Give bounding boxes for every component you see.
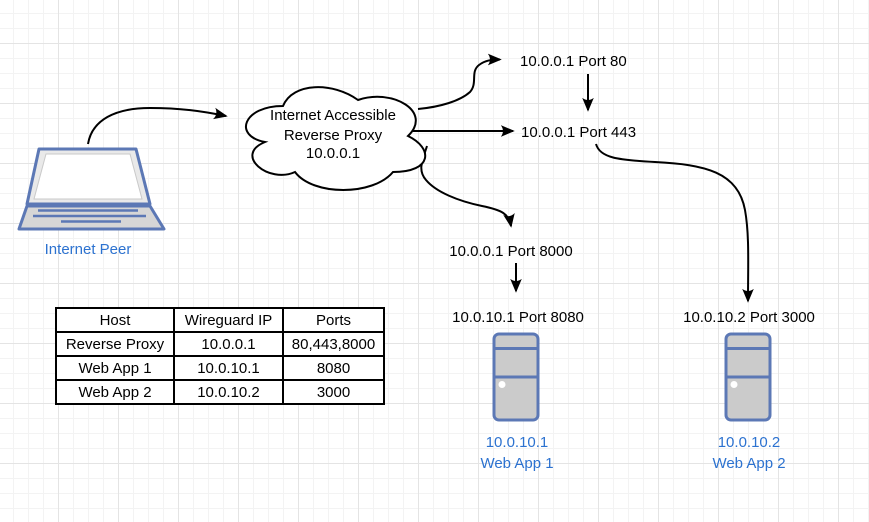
cell-host: Web App 2 xyxy=(55,379,175,405)
arrow-cloud-to-port8000 xyxy=(420,145,515,228)
webapp2-name-label: Web App 2 xyxy=(712,455,785,472)
table-header-row: Host Wireguard IP Ports xyxy=(55,307,385,333)
cell-wireguard-ip: 10.0.0.1 xyxy=(173,331,284,357)
cloud-icon xyxy=(245,86,427,191)
cell-wireguard-ip: 10.0.10.2 xyxy=(173,379,284,405)
endpoint-port80-label: 10.0.0.1 Port 80 xyxy=(520,53,627,70)
cell-ports: 8080 xyxy=(282,355,385,381)
cell-host: Web App 1 xyxy=(55,355,175,381)
table-row: Web App 2 10.0.10.2 3000 xyxy=(55,379,385,405)
server-icon xyxy=(724,332,772,422)
arrow-cloud-to-port80 xyxy=(417,53,502,110)
webapp2-ip-label: 10.0.10.2 xyxy=(718,434,781,451)
internet-peer-label: Internet Peer xyxy=(45,241,132,258)
endpoint-port3000-label: 10.0.10.2 Port 3000 xyxy=(683,309,815,326)
endpoint-port8080-label: 10.0.10.1 Port 8080 xyxy=(452,309,584,326)
col-header-ports: Ports xyxy=(282,307,385,333)
cell-host: Reverse Proxy xyxy=(55,331,175,357)
webapp1-ip-label: 10.0.10.1 xyxy=(486,434,549,451)
arrow-laptop-to-cloud xyxy=(87,106,228,145)
server-led xyxy=(730,381,738,388)
cell-ports: 3000 xyxy=(282,379,385,405)
server-led xyxy=(498,381,506,388)
cloud-label-line1: Internet Accessible xyxy=(270,107,396,124)
col-header-host: Host xyxy=(55,307,175,333)
col-header-wireguard-ip: Wireguard IP xyxy=(173,307,284,333)
cloud-label-line2: Reverse Proxy xyxy=(284,127,383,144)
webapp1-name-label: Web App 1 xyxy=(480,455,553,472)
arrow-port443-to-webapp2 xyxy=(595,143,754,303)
table-row: Reverse Proxy 10.0.0.1 80,443,8000 xyxy=(55,331,385,357)
endpoint-port443-label: 10.0.0.1 Port 443 xyxy=(521,124,636,141)
cell-ports: 80,443,8000 xyxy=(282,331,385,357)
endpoint-port8000-label: 10.0.0.1 Port 8000 xyxy=(449,243,572,260)
table-row: Web App 1 10.0.10.1 8080 xyxy=(55,355,385,381)
cloud-label-line3: 10.0.0.1 xyxy=(306,145,360,162)
server-icon xyxy=(492,332,540,422)
laptop-screen xyxy=(33,153,143,200)
laptop-icon xyxy=(17,147,166,231)
cloud-shape xyxy=(245,86,427,191)
wireguard-host-table: Host Wireguard IP Ports Reverse Proxy 10… xyxy=(55,307,385,405)
cell-wireguard-ip: 10.0.10.1 xyxy=(173,355,284,381)
